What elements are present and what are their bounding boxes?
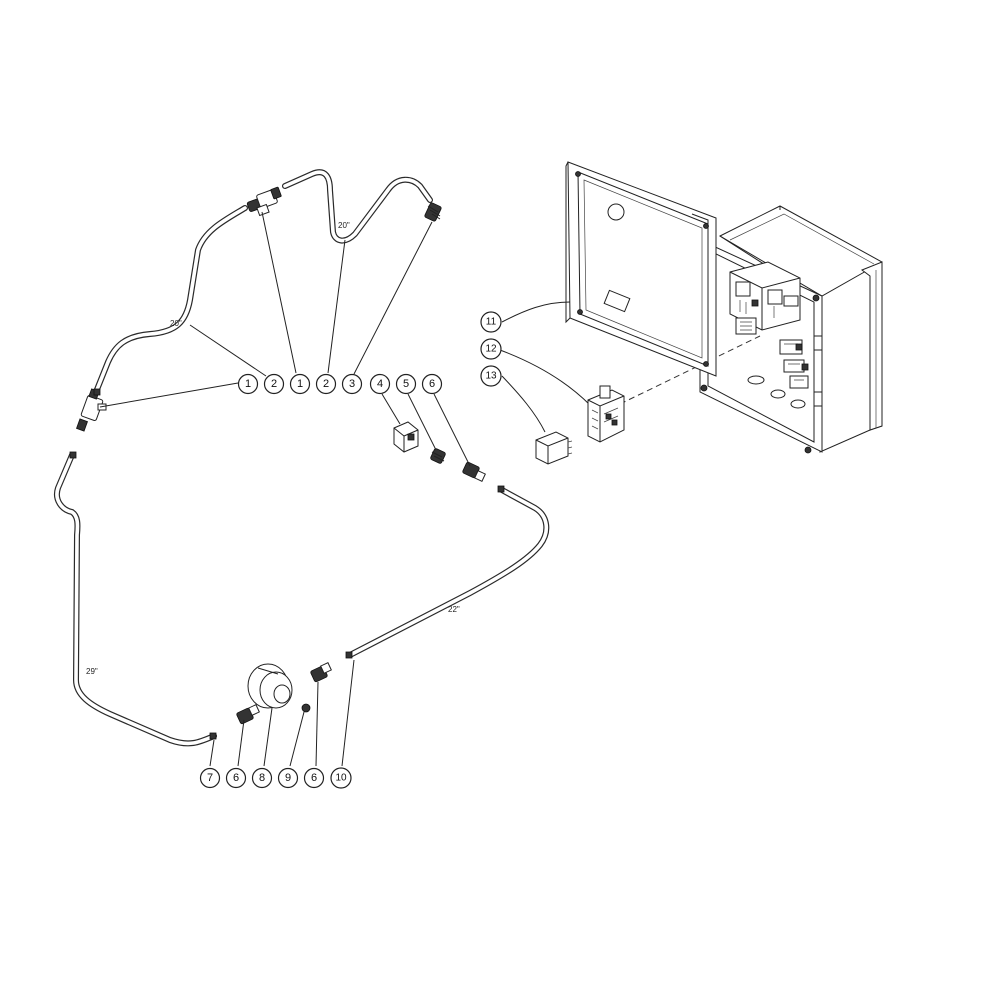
tube-segment-right-long	[347, 487, 550, 658]
tube-segment-left-long	[54, 452, 217, 747]
dimension-29: 29"	[86, 667, 98, 676]
valve-block-4	[393, 421, 419, 453]
fitting-6-upper	[462, 461, 486, 482]
fitting-5	[430, 448, 446, 464]
tube-joint	[209, 732, 217, 740]
dimension-labels: 20" 20" 22" 29"	[86, 221, 460, 676]
svg-text:7: 7	[207, 772, 213, 784]
svg-text:8: 8	[259, 772, 265, 784]
electrical-enclosure-11	[565, 161, 883, 454]
callout-bubble: 9	[277, 767, 299, 789]
svg-text:6: 6	[429, 378, 435, 390]
fitting-6-lower-left	[236, 704, 260, 725]
callout-bubble: 10	[330, 767, 352, 789]
svg-text:6: 6	[233, 772, 239, 784]
svg-text:1: 1	[245, 378, 251, 390]
relay-socket-12	[587, 385, 625, 443]
callout-bubble: 6	[421, 373, 443, 395]
plug-9	[301, 703, 311, 713]
svg-text:12: 12	[485, 344, 497, 355]
pressure-gauge-8	[247, 663, 293, 709]
fittings	[69, 186, 505, 740]
leader-lines	[99, 211, 591, 767]
tee-fitting-left	[76, 388, 107, 432]
tube-joint	[345, 651, 353, 659]
contactor	[729, 261, 801, 335]
svg-text:1: 1	[297, 378, 303, 390]
fitting-6-lower-right	[310, 662, 332, 683]
callout-bubble: 6	[303, 767, 325, 789]
callouts-bottom-row: 7 6 8 9 6 10	[199, 767, 352, 789]
dimension-20-top: 20"	[338, 221, 350, 230]
elbow-fitting-3	[424, 202, 442, 222]
callout-bubble: 6	[225, 767, 247, 789]
callout-bubble: 7	[199, 767, 221, 789]
relay-13	[535, 431, 573, 465]
dimension-22: 22"	[448, 605, 460, 614]
callouts-top-row: 1 2 1 2 3 4 5 6	[237, 373, 443, 395]
callouts-enclosure: 11 12 13	[480, 311, 502, 387]
callout-bubble: 5	[395, 373, 417, 395]
svg-text:2: 2	[271, 378, 277, 390]
svg-text:10: 10	[335, 773, 347, 784]
svg-text:9: 9	[285, 772, 291, 784]
callout-bubble: 13	[480, 365, 502, 387]
callout-bubble: 4	[369, 373, 391, 395]
callout-bubble: 3	[341, 373, 363, 395]
tubing	[54, 169, 550, 747]
svg-text:13: 13	[485, 371, 497, 382]
svg-text:6: 6	[311, 772, 317, 784]
svg-text:5: 5	[403, 378, 409, 390]
callout-bubble: 2	[315, 373, 337, 395]
tee-fitting-top	[246, 186, 282, 217]
callout-bubble: 1	[237, 373, 259, 395]
callout-bubble: 12	[480, 338, 502, 360]
svg-text:4: 4	[377, 378, 383, 390]
svg-text:3: 3	[349, 378, 355, 390]
callout-bubble: 8	[251, 767, 273, 789]
tube-joint	[93, 388, 101, 396]
callout-bubble: 11	[480, 311, 502, 333]
svg-text:2: 2	[323, 378, 329, 390]
tube-segment-upper-left	[93, 205, 248, 395]
terminal-strip	[779, 339, 809, 389]
tube-joint	[69, 451, 77, 459]
callout-bubble: 1	[289, 373, 311, 395]
callout-bubble: 2	[263, 373, 285, 395]
svg-text:11: 11	[486, 317, 497, 328]
tube-joint	[497, 485, 505, 493]
dimension-20-left: 20"	[170, 319, 182, 328]
